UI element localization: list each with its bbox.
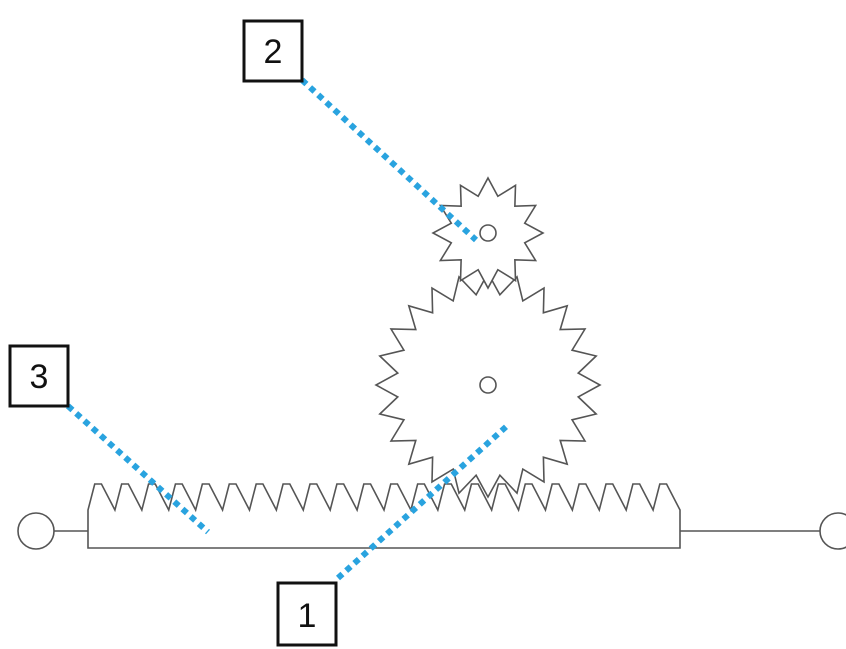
rod — [17, 512, 846, 550]
right-joint-circle — [819, 512, 846, 550]
leader-line-2 — [299, 77, 479, 243]
small-gear-hub — [479, 224, 497, 242]
large-gear — [374, 271, 602, 499]
gear-rack — [87, 483, 681, 549]
leader-line-1 — [335, 422, 511, 581]
label-1-box — [276, 581, 338, 647]
label-1: 1 — [276, 581, 338, 647]
label-2-text: 2 — [264, 33, 283, 71]
label-3-text: 3 — [30, 358, 49, 396]
label-3: 3 — [8, 344, 70, 408]
small-gear — [431, 176, 545, 290]
leader-lines — [65, 77, 511, 581]
label-2: 2 — [242, 19, 304, 83]
label-3-box — [8, 344, 70, 408]
label-2-box — [242, 19, 304, 83]
left-joint-circle — [17, 512, 55, 550]
large-gear-hub — [479, 376, 497, 394]
leader-line-3 — [65, 403, 211, 535]
label-1-text: 1 — [298, 597, 317, 635]
